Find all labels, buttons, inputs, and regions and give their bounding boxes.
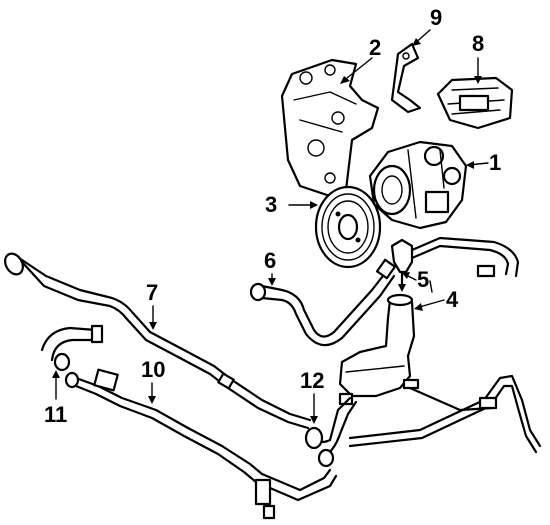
leader-lines bbox=[52, 29, 489, 424]
callout-11: 11 bbox=[44, 402, 67, 427]
callout-5: 5 bbox=[417, 267, 429, 292]
reservoir-hose[interactable] bbox=[304, 374, 542, 468]
pump-cover[interactable] bbox=[436, 76, 514, 130]
callout-6: 6 bbox=[264, 248, 276, 273]
callout-8: 8 bbox=[472, 31, 484, 56]
callout-9: 9 bbox=[430, 5, 442, 30]
callout-7: 7 bbox=[146, 280, 158, 305]
callout-1: 1 bbox=[489, 150, 501, 175]
support-brace[interactable] bbox=[390, 42, 422, 114]
return-hose[interactable] bbox=[249, 258, 397, 347]
reservoir-cap[interactable] bbox=[390, 238, 414, 292]
pump-pulley[interactable] bbox=[314, 185, 382, 269]
hose-end-fitting[interactable] bbox=[40, 324, 104, 372]
callout-2: 2 bbox=[369, 35, 381, 60]
callout-3: 3 bbox=[265, 192, 277, 217]
callout-10: 10 bbox=[141, 357, 165, 382]
return-line[interactable] bbox=[64, 368, 338, 520]
pressure-hose[interactable] bbox=[2, 236, 520, 430]
callout-12: 12 bbox=[300, 368, 324, 393]
pump-mounting-bracket[interactable] bbox=[280, 58, 380, 198]
callout-4: 4 bbox=[446, 287, 459, 312]
power-steering-pump[interactable] bbox=[368, 140, 468, 230]
